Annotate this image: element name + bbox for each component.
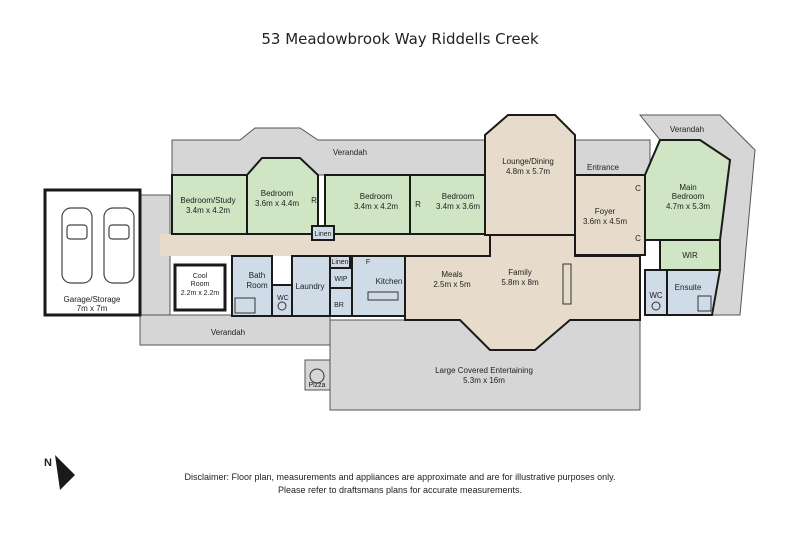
wir-room [659,239,721,271]
wir-label: WIR [682,251,698,260]
ensuite-toilet-icon [651,301,661,311]
fireplace-icon [562,263,572,305]
rear-verandah [171,127,486,176]
bedroom-study-room [171,174,248,235]
verandah-areas [139,114,756,411]
linen-1 [311,225,335,241]
linen-label-1: Linen [314,231,331,238]
f-label: F [366,259,370,266]
pizza-oven-icon [309,368,325,384]
entertaining-name: Large Covered Entertaining [435,366,533,375]
kitchen-room [351,255,406,317]
fixtures [234,263,712,384]
north-label: N [44,457,52,469]
foyer-room [574,174,646,256]
north-arrow-icon [55,455,75,490]
r-label-1: R [311,196,317,205]
r-label-2: R [415,200,421,209]
bedroom-3-dims: 3.4m x 4.2m [354,202,398,211]
disclaimer-line-2: Please refer to draftsmans plans for acc… [277,485,523,495]
meals-dims: 2.5m x 5m [433,280,471,289]
bath-name-2: Room [246,281,268,290]
car-1-windscreen-icon [66,224,88,240]
meals-name: Meals [441,270,462,279]
lounge-name: Lounge/Dining [502,157,554,166]
linen-label-2: Linen [331,259,348,266]
cool-room-name-1: Cool [193,273,208,280]
foyer-dims: 3.6m x 4.5m [583,217,627,226]
lounge-dims: 4.8m x 5.7m [506,167,550,176]
bedroom-2-room [246,157,319,235]
family-name: Family [508,268,532,277]
bedroom-3-room [324,174,411,235]
wc-ensuite-label: WC [649,291,663,300]
plan-title: 53 Meadowbrook Way Riddells Creek [261,30,539,48]
bedroom-2-dims: 3.6m x 4.4m [255,199,299,208]
bath-icon [234,297,256,314]
kitchen-island-icon [367,291,399,301]
br-label: BR [334,302,344,309]
c-label-1: C [635,184,641,193]
cool-room-name-2: Room [191,281,210,288]
shower-icon [697,295,712,312]
garage-name: Garage/Storage [64,295,121,304]
wc-label: WC [277,295,289,302]
ensuite-room [666,269,722,316]
cool-room-dims: 2.2m x 2.2m [181,290,220,297]
bedroom-4-name: Bedroom [442,192,475,201]
foyer-name: Foyer [595,207,616,216]
ensuite-label: Ensuite [675,283,702,292]
entertaining-dims: 5.3m x 16m [463,376,505,385]
verandah-label-right: Verandah [670,125,704,134]
bedroom-2-name: Bedroom [261,189,294,198]
cool-room [173,263,227,312]
hallway [160,234,490,256]
verandah-label-top: Verandah [333,148,367,157]
pizza-oven-pad [304,359,331,391]
bedroom-study-dims: 3.4m x 4.2m [186,206,230,215]
toilet-icon [277,301,287,311]
pizza-label: Pizza [308,382,325,389]
bedroom-4-dims: 3.4m x 3.6m [436,202,480,211]
bedroom-study-name: Bedroom/Study [180,196,235,205]
family-dims: 5.8m x 8m [501,278,539,287]
main-bedroom-name-2: Bedroom [672,192,705,201]
main-bedroom-dims: 4.7m x 5.3m [666,202,710,211]
car-icons [61,207,135,284]
north-arrow: N [44,455,75,490]
c-label-2: C [635,234,641,243]
laundry-room [291,255,331,317]
car-2-windscreen-icon [108,224,130,240]
garage-dims: 7m x 7m [77,304,108,313]
laundry-label: Laundry [296,282,325,291]
linen-2 [329,255,351,269]
bedroom-4-room [409,174,486,235]
bedroom-3-name: Bedroom [360,192,393,201]
disclaimer-line-1: Disclaimer: Floor plan, measurements and… [184,472,616,482]
verandah-label-bottom: Verandah [211,328,245,337]
car-1-icon [61,207,93,284]
wip-label: WIP [334,276,348,283]
car-2-icon [103,207,135,284]
bath-name-1: Bath [249,271,265,280]
main-bedroom-name-1: Main [679,183,696,192]
entrance-label: Entrance [587,163,620,172]
kitchen-label: Kitchen [376,277,403,286]
